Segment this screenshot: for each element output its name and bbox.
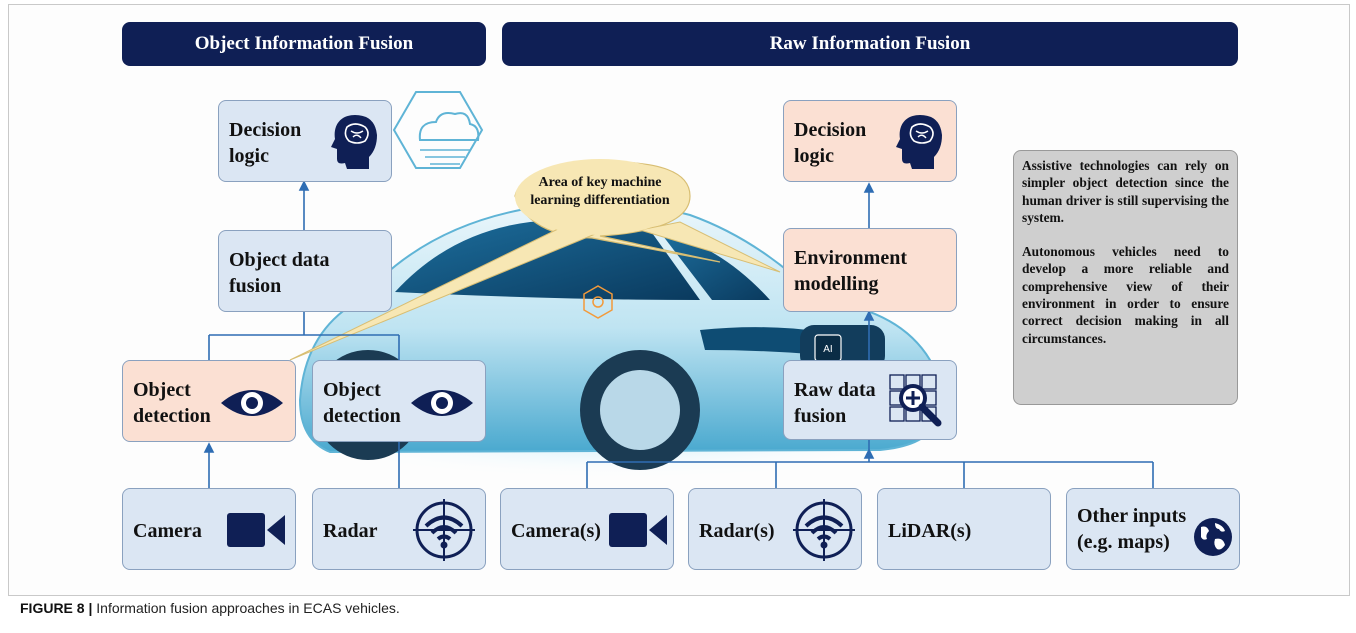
svg-text:AI: AI <box>823 344 832 355</box>
decision-logic-label: Decision logic <box>794 119 867 167</box>
other-inputs-box: Other inputs (e.g. maps) <box>1066 488 1240 570</box>
object-detection-label: Object detection <box>133 379 211 427</box>
object-detection-box-1: Object detection <box>122 360 296 442</box>
gear-icon <box>583 285 613 319</box>
car-illustration: AI <box>298 202 940 480</box>
radar-icon <box>413 499 475 561</box>
object-detection-box-2: Object detection <box>312 360 486 442</box>
note-paragraph-assistive: Assistive technologies can rely on simpl… <box>1022 158 1229 226</box>
camera-box: Camera <box>122 488 296 570</box>
eye-icon <box>411 390 473 416</box>
note-paragraph-autonomous: Autonomous vehicles need to develop a mo… <box>1022 243 1229 346</box>
figure-caption-label: FIGURE 8 | <box>20 600 93 616</box>
environment-modelling-label: Environment modelling <box>794 247 907 295</box>
figure-caption: FIGURE 8 | Information fusion approaches… <box>20 600 400 616</box>
brain-head-icon <box>896 115 942 169</box>
explanation-note: Assistive technologies can rely on simpl… <box>1013 150 1238 405</box>
video-camera-icon <box>227 513 285 547</box>
radars-label: Radar(s) <box>699 520 775 542</box>
radar-label: Radar <box>323 520 378 542</box>
figure-caption-text: Information fusion approaches in ECAS ve… <box>96 600 400 616</box>
radars-box: Radar(s) <box>688 488 862 570</box>
other-inputs-label: Other inputs (e.g. maps) <box>1077 505 1187 553</box>
object-detection-label: Object detection <box>323 379 401 427</box>
raw-connectors <box>586 182 1154 488</box>
cameras-label: Camera(s) <box>511 520 601 542</box>
cloud-icon <box>392 91 484 169</box>
cameras-box: Camera(s) <box>500 488 674 570</box>
callout-bubble <box>289 159 781 361</box>
radar-icon <box>793 499 855 561</box>
callout-text: Area of key machine learning differentia… <box>530 175 670 209</box>
chip-icon: AI <box>814 334 842 362</box>
decision-logic-box-object: Decision logic <box>218 100 392 182</box>
decision-logic-box-raw: Decision logic <box>783 100 957 182</box>
environment-modelling-box: Environment modelling <box>783 228 957 312</box>
brain-head-icon <box>331 115 377 169</box>
eye-icon <box>221 390 283 416</box>
raw-data-fusion-label: Raw data fusion <box>794 379 876 427</box>
object-connectors <box>203 180 400 488</box>
globe-icon <box>1194 518 1232 556</box>
lidars-label: LiDAR(s) <box>888 520 972 542</box>
object-data-fusion-box: Object data fusion <box>218 230 392 312</box>
decision-logic-label: Decision logic <box>229 119 302 167</box>
video-camera-icon <box>609 513 667 547</box>
object-data-fusion-label: Object data fusion <box>229 249 330 297</box>
header-raw-fusion: Raw Information Fusion <box>502 22 1238 66</box>
magnifier-grid-icon <box>889 374 942 427</box>
lidars-box: LiDAR(s) <box>877 488 1051 570</box>
header-object-fusion: Object Information Fusion <box>122 22 486 66</box>
camera-label: Camera <box>133 520 202 542</box>
radar-box: Radar <box>312 488 486 570</box>
raw-data-fusion-box: Raw data fusion <box>783 360 957 440</box>
